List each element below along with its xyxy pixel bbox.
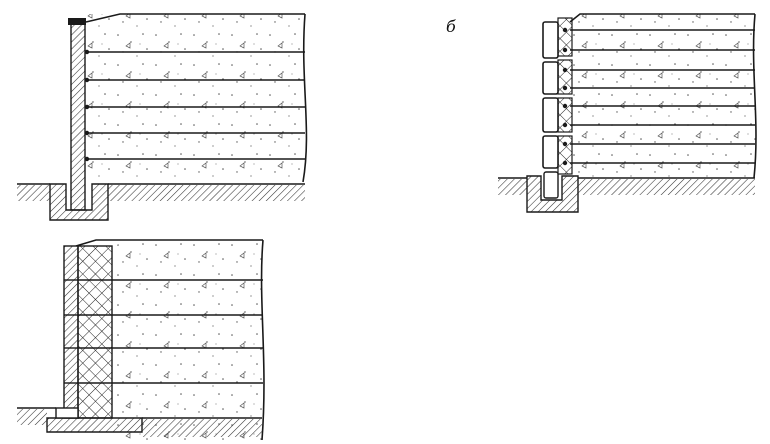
footing-panel-b [543,171,559,199]
drainage-layer-c [77,245,113,419]
strip-connectors-a [84,49,90,162]
wall-joints-c [64,279,78,384]
footing-a [49,183,109,221]
soil-backfill-a [86,14,306,180]
strip-connectors-b [562,27,568,166]
footing-step-c [55,407,79,419]
reinforcement-strips-b [570,29,755,164]
ground-hatch-a2 [108,185,305,201]
soil-backfill-c [112,240,264,440]
soil-outline-b [569,13,757,179]
footing-b [526,175,579,213]
soil-outline-a [85,13,308,183]
footing-c [46,417,143,433]
ground-hatch-b [498,179,527,195]
ground-hatch-c [17,409,47,425]
soil-backfill-b [570,14,756,178]
diagram-b: б [446,13,757,213]
diagram-c [17,239,265,441]
reinforcement-strips-c [112,279,263,384]
joint-fillers-b [557,17,573,175]
drainage-dividers-c [78,279,112,384]
wall-panel-a [70,23,86,211]
diagram-a [17,13,308,221]
reinforcement-strips-a [86,51,305,160]
soil-outline-c [75,239,265,441]
ground-hatch-b2 [578,179,755,195]
wall-panel-c [63,245,79,419]
ground-hatch-a [17,185,50,201]
wall-cap-a [68,18,86,25]
figure-label-b: б [446,17,456,36]
facing-panels-b [542,21,559,169]
ground-hatch-c2 [142,419,262,437]
